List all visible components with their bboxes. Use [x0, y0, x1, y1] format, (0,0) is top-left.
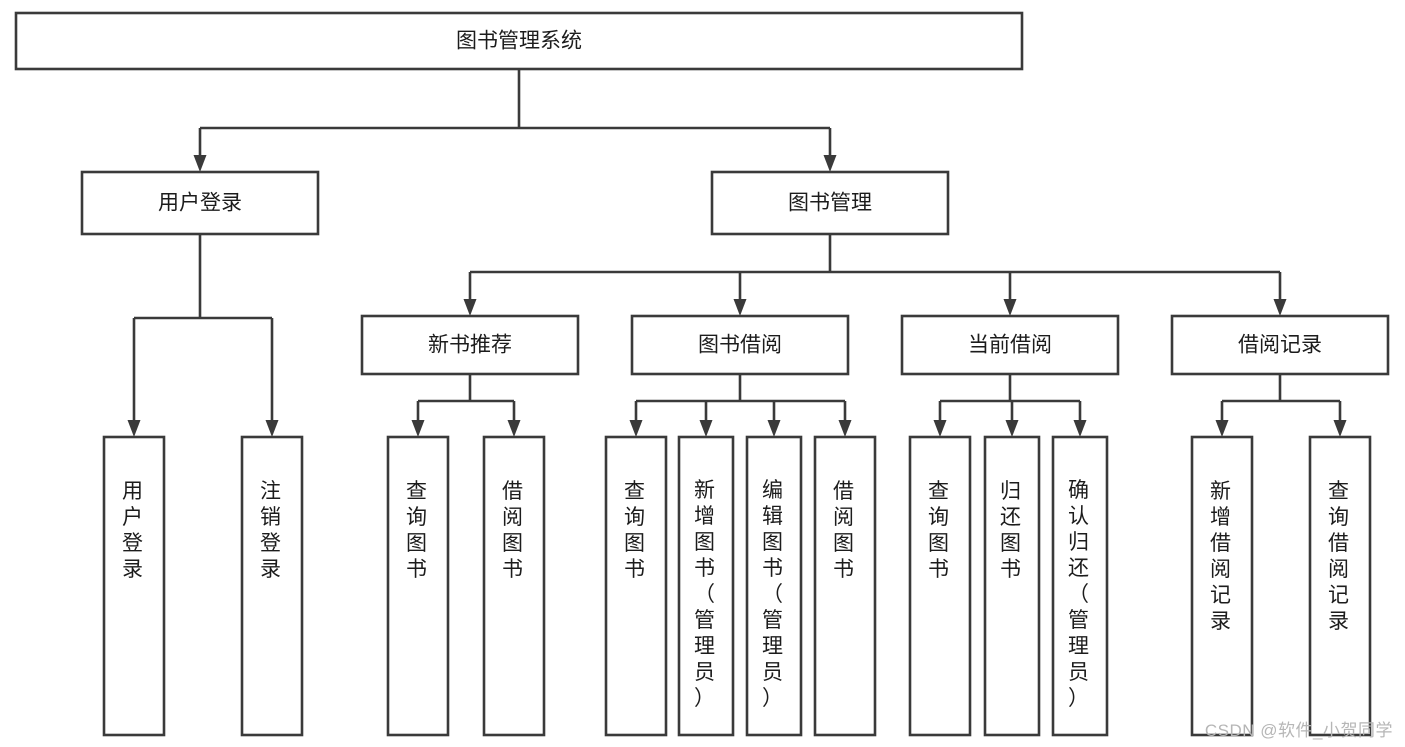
arrow-head-icon: [1003, 299, 1017, 316]
node-label: 新书推荐: [428, 334, 512, 357]
node-box: [983, 435, 1041, 737]
node-box: [630, 314, 850, 376]
arrow-head-icon: [193, 155, 207, 172]
node-box: [482, 435, 546, 737]
node-box: [813, 435, 877, 737]
arrow-head-icon: [767, 420, 781, 437]
node-box: [1170, 314, 1390, 376]
node-leaf-query-book-3[interactable]: 查询图书: [908, 435, 972, 737]
node-label: 用户登录: [158, 192, 242, 215]
arrow-head-icon: [411, 420, 425, 437]
arrow-head-icon: [699, 420, 713, 437]
node-new-book-rec[interactable]: 新书推荐: [360, 314, 580, 376]
node-label: 借阅记录: [1238, 334, 1322, 357]
node-book-borrow[interactable]: 图书借阅: [630, 314, 850, 376]
node-box: [102, 435, 166, 737]
node-label: 新增借阅记录: [1210, 480, 1234, 633]
node-label: 当前借阅: [968, 334, 1052, 357]
node-leaf-borrow-book-1[interactable]: 借阅图书: [482, 435, 546, 737]
node-box: [360, 314, 580, 376]
node-borrow-record[interactable]: 借阅记录: [1170, 314, 1390, 376]
node-label: 图书管理: [788, 192, 872, 215]
node-box: [1308, 435, 1372, 737]
node-label: 确认归还（管理员）: [1068, 479, 1092, 710]
node-leaf-add-record[interactable]: 新增借阅记录: [1190, 435, 1254, 737]
node-box: [386, 435, 450, 737]
node-leaf-borrow-book-2[interactable]: 借阅图书: [813, 435, 877, 737]
node-box: [14, 11, 1024, 71]
node-label: 注销登录: [260, 480, 284, 581]
node-box: [710, 170, 950, 236]
node-leaf-user-logout[interactable]: 注销登录: [240, 435, 304, 737]
node-label: 编辑图书（管理员）: [762, 479, 786, 710]
node-book-manage[interactable]: 图书管理: [710, 170, 950, 236]
node-label: 图书借阅: [698, 334, 782, 357]
node-label: 新增图书（管理员）: [694, 479, 718, 710]
node-leaf-return-book[interactable]: 归还图书: [983, 435, 1041, 737]
arrow-head-icon: [933, 420, 947, 437]
node-leaf-query-book-1[interactable]: 查询图书: [386, 435, 450, 737]
arrow-head-icon: [1005, 420, 1019, 437]
node-box: [80, 170, 320, 236]
node-label: 归还图书: [1000, 480, 1024, 581]
node-box: [900, 314, 1120, 376]
node-label: 查询图书: [624, 480, 648, 581]
node-leaf-user-login[interactable]: 用户登录: [102, 435, 166, 737]
node-box: [745, 435, 803, 737]
node-label: 借阅图书: [502, 480, 526, 581]
arrow-head-icon: [265, 420, 279, 437]
node-box: [908, 435, 972, 737]
node-user-login[interactable]: 用户登录: [80, 170, 320, 236]
arrow-head-icon: [463, 299, 477, 316]
node-box: [1190, 435, 1254, 737]
node-label: 查询图书: [406, 480, 430, 581]
nodes-layer: 图书管理系统用户登录图书管理新书推荐图书借阅当前借阅借阅记录用户登录注销登录查询…: [14, 11, 1390, 737]
node-leaf-query-book-2[interactable]: 查询图书: [604, 435, 668, 737]
arrow-head-icon: [127, 420, 141, 437]
arrow-head-icon: [1215, 420, 1229, 437]
node-leaf-confirm-return[interactable]: 确认归还（管理员）: [1051, 435, 1109, 737]
arrow-head-icon: [733, 299, 747, 316]
arrow-head-icon: [838, 420, 852, 437]
node-root[interactable]: 图书管理系统: [14, 11, 1024, 71]
node-label: 查询借阅记录: [1328, 480, 1352, 633]
node-box: [677, 435, 735, 737]
node-label: 用户登录: [122, 480, 146, 581]
arrow-head-icon: [507, 420, 521, 437]
node-leaf-query-record[interactable]: 查询借阅记录: [1308, 435, 1372, 737]
node-label: 查询图书: [928, 480, 952, 581]
node-label: 借阅图书: [833, 480, 857, 581]
edges-layer: [127, 69, 1347, 437]
node-box: [240, 435, 304, 737]
node-box: [1051, 435, 1109, 737]
node-box: [604, 435, 668, 737]
node-label: 图书管理系统: [456, 30, 582, 53]
node-leaf-edit-book[interactable]: 编辑图书（管理员）: [745, 435, 803, 737]
arrow-head-icon: [1073, 420, 1087, 437]
arrow-head-icon: [1333, 420, 1347, 437]
node-leaf-add-book[interactable]: 新增图书（管理员）: [677, 435, 735, 737]
arrow-head-icon: [1273, 299, 1287, 316]
arrow-head-icon: [629, 420, 643, 437]
node-current-borrow[interactable]: 当前借阅: [900, 314, 1120, 376]
watermark-text: CSDN @软件_小贺同学: [1204, 721, 1393, 740]
arrow-head-icon: [823, 155, 837, 172]
